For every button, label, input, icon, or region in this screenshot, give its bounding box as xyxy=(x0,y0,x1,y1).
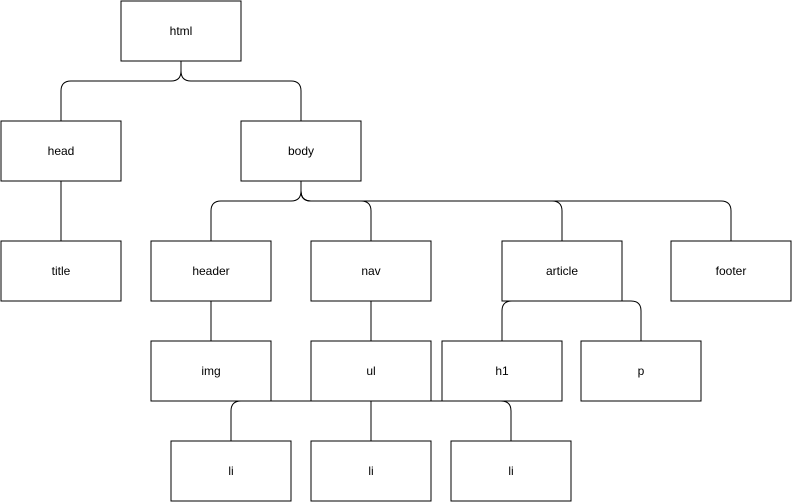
node-img-label: img xyxy=(201,364,220,378)
node-title: title xyxy=(0,240,122,302)
node-p: p xyxy=(580,340,702,402)
edge-body-to-footer xyxy=(300,181,732,241)
node-img-box xyxy=(150,340,272,402)
edge-body-to-article xyxy=(300,181,563,241)
node-article-label: article xyxy=(546,264,578,278)
node-li3-label: li xyxy=(508,464,513,478)
node-li3: li xyxy=(450,440,572,502)
node-head-box xyxy=(0,120,122,182)
edge-body-to-nav xyxy=(300,181,372,241)
node-head: head xyxy=(0,120,122,182)
node-body: body xyxy=(240,120,362,182)
node-li3-box xyxy=(450,440,572,502)
node-footer: footer xyxy=(670,240,792,302)
node-title-box xyxy=(0,240,122,302)
node-nav-box xyxy=(310,240,432,302)
node-h1-box xyxy=(441,340,563,402)
node-header: header xyxy=(150,240,272,302)
node-header-box xyxy=(150,240,272,302)
node-title-label: title xyxy=(52,264,71,278)
node-article: article xyxy=(501,240,623,302)
node-li1: li xyxy=(170,440,292,502)
node-li2-label: li xyxy=(368,464,373,478)
node-footer-label: footer xyxy=(716,264,747,278)
node-p-box xyxy=(580,340,702,402)
node-li1-label: li xyxy=(228,464,233,478)
node-html-box xyxy=(120,0,242,62)
node-article-box xyxy=(501,240,623,302)
node-li2-box xyxy=(310,440,432,502)
node-body-box xyxy=(240,120,362,182)
node-footer-box xyxy=(670,240,792,302)
node-ul-box xyxy=(310,340,432,402)
node-html-label: html xyxy=(170,24,193,38)
node-h1: h1 xyxy=(441,340,563,402)
edge-html-to-body xyxy=(180,61,302,121)
node-li1-box xyxy=(170,440,292,502)
node-nav: nav xyxy=(310,240,432,302)
edge-html-to-head xyxy=(60,61,182,121)
node-li2: li xyxy=(310,440,432,502)
node-img: img xyxy=(150,340,272,402)
node-body-label: body xyxy=(288,144,314,158)
node-nav-label: nav xyxy=(361,264,380,278)
node-head-label: head xyxy=(48,144,75,158)
node-header-label: header xyxy=(192,264,229,278)
edge-body-to-header xyxy=(210,181,302,241)
node-ul-label: ul xyxy=(366,364,375,378)
node-html: html xyxy=(120,0,242,62)
node-p-label: p xyxy=(638,364,645,378)
node-ul: ul xyxy=(310,340,432,402)
node-h1-label: h1 xyxy=(495,364,509,378)
